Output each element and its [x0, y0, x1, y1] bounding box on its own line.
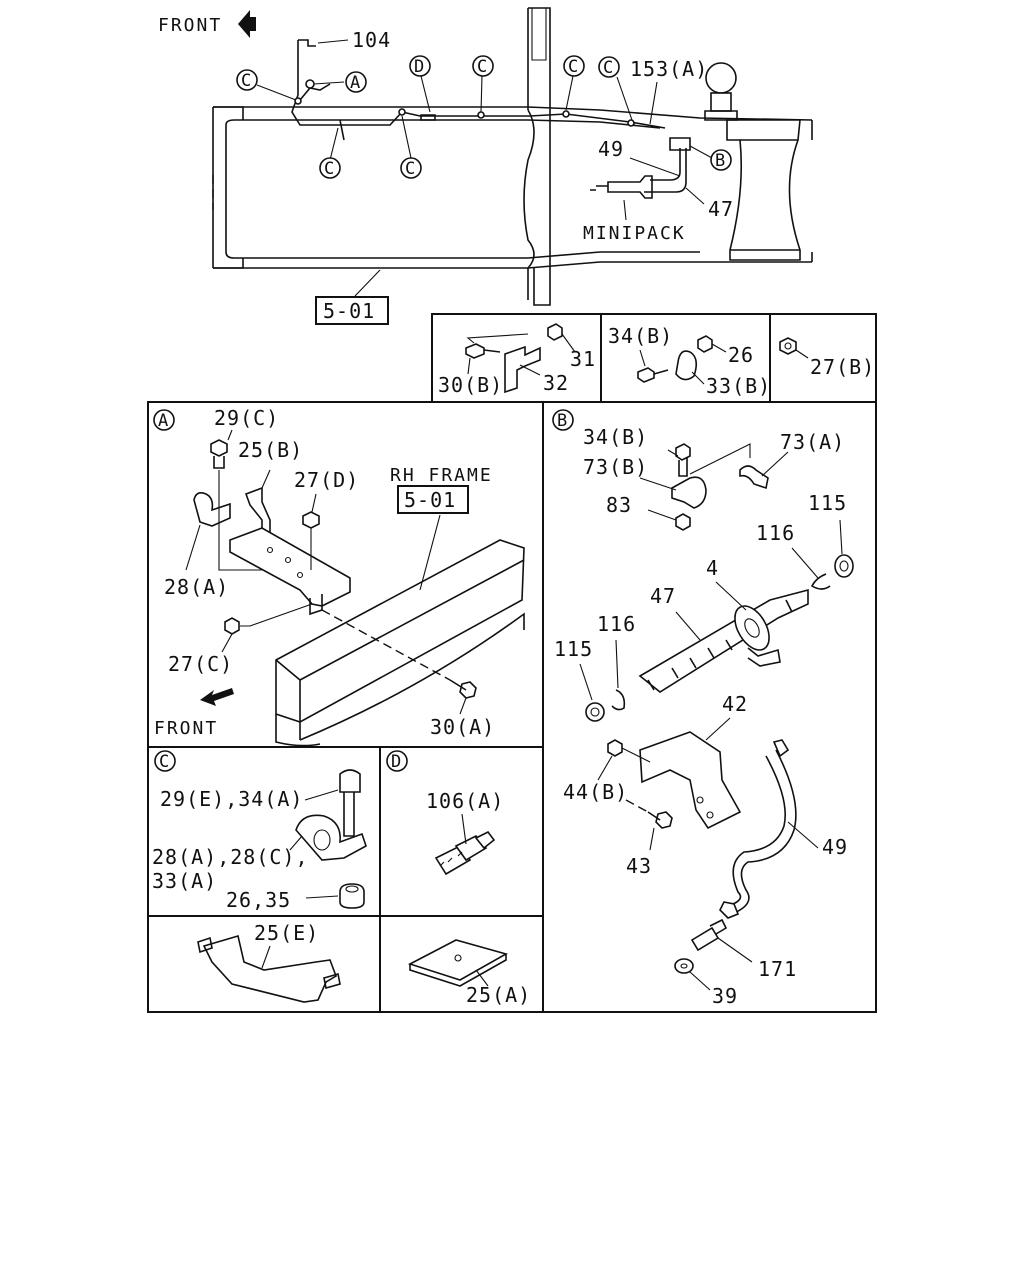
marker-c-4: C: [598, 56, 620, 78]
label-104: 104: [352, 28, 391, 52]
label-44b: 44(B): [563, 780, 628, 804]
svg-text:C: C: [568, 57, 578, 77]
panel-d-marker: D: [386, 750, 408, 772]
panel-e: 25(E): [197, 921, 341, 1003]
label-83: 83: [606, 493, 632, 517]
svg-text:D: D: [391, 752, 401, 772]
svg-text:B: B: [715, 151, 725, 171]
panel-b: B 34(B) 73(A) 73(B) 83 115 116 4 47 116 …: [552, 409, 854, 1008]
svg-text:C: C: [241, 71, 251, 91]
label-115-a: 115: [808, 491, 847, 515]
label-25a: 25(A): [466, 983, 531, 1007]
svg-text:C: C: [159, 752, 169, 772]
svg-text:C: C: [603, 58, 613, 78]
label-39: 39: [712, 984, 738, 1008]
svg-text:A: A: [350, 73, 360, 93]
svg-text:C: C: [477, 57, 487, 77]
label-106a: 106(A): [426, 789, 504, 813]
label-73a: 73(A): [780, 430, 845, 454]
front-label-top: FRONT: [158, 15, 222, 36]
label-43: 43: [626, 854, 652, 878]
label-115-b: 115: [554, 637, 593, 661]
label-47-top: 47: [708, 197, 734, 221]
panel-b-marker: B: [552, 409, 574, 431]
label-33a: 33(A): [152, 869, 217, 893]
marker-b-top: B: [710, 149, 732, 171]
label-28a-28c: 28(A),28(C),: [152, 845, 309, 869]
label-34b-b: 34(B): [583, 425, 648, 449]
label-29e-34a: 29(E),34(A): [160, 787, 303, 811]
svg-text:A: A: [158, 411, 168, 431]
panels-border: [147, 401, 877, 1013]
marker-a-top: A: [345, 71, 367, 93]
label-34b-box: 34(B): [608, 324, 673, 348]
label-116-a: 116: [756, 521, 795, 545]
front-arrow-icon: [238, 10, 256, 38]
label-30b: 30(B): [438, 373, 503, 397]
label-32: 32: [543, 371, 569, 395]
marker-c-6: C: [400, 157, 422, 179]
label-30a: 30(A): [430, 715, 495, 739]
label-33b: 33(B): [706, 374, 771, 398]
marker-c-5: C: [319, 157, 341, 179]
label-25b: 25(B): [238, 438, 303, 462]
label-27d: 27(D): [294, 468, 359, 492]
label-25e: 25(E): [254, 921, 319, 945]
frame-ref-box-a: [397, 485, 469, 514]
panel-a-marker: A: [153, 409, 175, 431]
label-31: 31: [570, 347, 596, 371]
minipack-label: MINIPACK: [583, 223, 686, 244]
panel-c-marker: C: [154, 750, 176, 772]
panel-f: 25(A): [407, 939, 531, 1007]
label-29c: 29(C): [214, 406, 279, 430]
label-42: 42: [722, 692, 748, 716]
rh-frame-label: RH FRAME: [390, 465, 493, 486]
front-arrow-a-icon: [200, 688, 234, 706]
label-28a: 28(A): [164, 575, 229, 599]
frame-ref-box-top: [315, 296, 389, 325]
frame-ref-a: 5-01: [404, 488, 456, 512]
label-171: 171: [758, 957, 797, 981]
label-27c: 27(C): [168, 652, 233, 676]
label-153a: 153(A): [630, 57, 708, 81]
label-73b: 73(B): [583, 455, 648, 479]
label-26-box: 26: [728, 343, 754, 367]
marker-c-3: C: [563, 55, 585, 77]
label-116-b: 116: [597, 612, 636, 636]
panel-c: C 29(E),34(A) 28(A),28(C), 33(A) 26,35: [152, 750, 367, 912]
svg-text:C: C: [405, 159, 415, 179]
label-47-b: 47: [650, 584, 676, 608]
label-26-35: 26,35: [226, 888, 291, 912]
small-parts-row: 30(B) 32 31 34(B) 26 33(B) 27(B): [431, 313, 877, 403]
front-label-a: FRONT: [154, 718, 218, 739]
marker-c-2: C: [472, 55, 494, 77]
label-49-top: 49: [598, 137, 624, 161]
marker-d-top: D: [409, 55, 431, 77]
label-49-b: 49: [822, 835, 848, 859]
frame-ref-top: 5-01: [323, 299, 375, 323]
svg-text:D: D: [414, 57, 424, 77]
marker-c-1: C: [236, 69, 258, 91]
label-27b: 27(B): [810, 355, 875, 379]
svg-text:B: B: [557, 411, 567, 431]
panel-d: D 106(A): [386, 750, 504, 876]
panel-a: A 29(C) 25(B) 27(D) 28(A) 27(C) 30(A) RH…: [153, 406, 525, 747]
frame-overview: FRONT: [158, 7, 813, 325]
svg-text:C: C: [324, 159, 334, 179]
label-4: 4: [706, 556, 719, 580]
